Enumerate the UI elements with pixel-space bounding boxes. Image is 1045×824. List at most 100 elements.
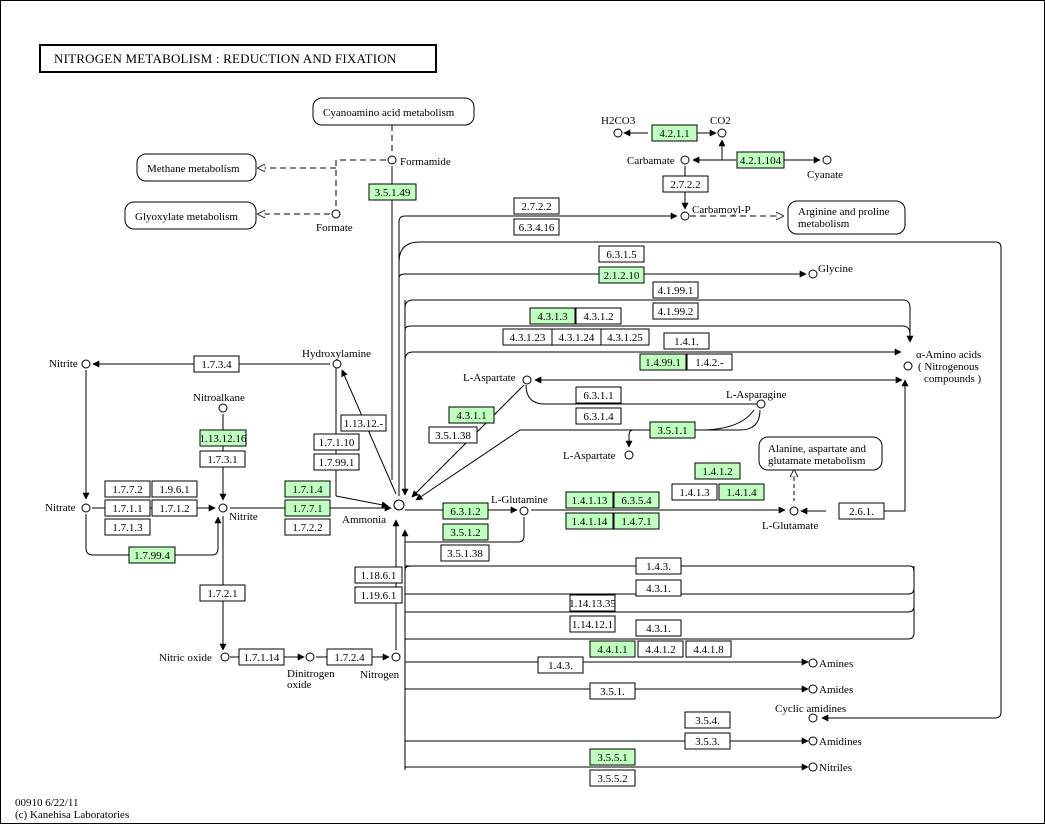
enzyme-box[interactable]: 4.4.1.2 xyxy=(637,640,684,658)
compound-node[interactable] xyxy=(387,155,397,165)
compound-node[interactable] xyxy=(808,713,818,723)
enzyme-box[interactable]: 1.7.1.3 xyxy=(104,518,151,536)
enzyme-box[interactable]: 4.3.1.1 xyxy=(448,406,495,424)
compound-node[interactable] xyxy=(522,375,532,385)
enzyme-box[interactable]: 1.13.12.- xyxy=(340,414,387,432)
enzyme-box[interactable]: 3.5.1.2 xyxy=(442,523,489,541)
enzyme-box[interactable]: 1.7.7.1 xyxy=(284,499,331,517)
compound-node[interactable] xyxy=(717,128,727,138)
map-glyoxylate[interactable]: Glyoxylate metabolism xyxy=(124,201,257,230)
enzyme-box[interactable]: 4.3.1. xyxy=(635,579,682,597)
enzyme-box[interactable]: 2.7.2.2 xyxy=(513,197,560,215)
compound-node[interactable] xyxy=(519,506,529,516)
compound-node[interactable] xyxy=(808,658,818,668)
enzyme-box[interactable]: 3.5.3. xyxy=(684,732,731,750)
enzyme-box[interactable]: 4.3.1.2 xyxy=(575,307,622,325)
enzyme-box[interactable]: 3.5.4. xyxy=(684,711,731,729)
enzyme-box[interactable]: 1.7.7.2 xyxy=(104,480,151,498)
compound-node[interactable] xyxy=(218,403,228,413)
enzyme-box[interactable]: 6.3.1.5 xyxy=(598,245,645,263)
enzyme-box[interactable]: 1.4.99.1 xyxy=(639,353,687,371)
enzyme-box[interactable]: 1.19.6.1 xyxy=(354,586,403,604)
enzyme-box[interactable]: 4.1.99.2 xyxy=(652,302,699,320)
enzyme-box[interactable]: 3.5.1.38 xyxy=(440,544,490,562)
enzyme-box[interactable]: 1.7.1.10 xyxy=(313,433,360,451)
enzyme-box[interactable]: 1.7.2.2 xyxy=(284,518,331,536)
enzyme-box[interactable]: 1.7.99.4 xyxy=(128,546,176,564)
enzyme-box[interactable]: 1.7.1.4 xyxy=(284,480,331,498)
enzyme-box[interactable]: 4.3.1.25 xyxy=(600,328,650,346)
enzyme-box[interactable]: 1.4.1.4 xyxy=(718,483,765,501)
compound-node[interactable] xyxy=(808,762,818,772)
compound-node[interactable] xyxy=(332,359,342,369)
enzyme-box[interactable]: 1.7.3.1 xyxy=(199,450,246,468)
compound-node[interactable] xyxy=(756,399,766,409)
enzyme-box[interactable]: 1.4.7.1 xyxy=(613,512,660,530)
enzyme-box[interactable]: 3.5.1. xyxy=(589,682,636,700)
enzyme-box[interactable]: 4.1.99.1 xyxy=(652,281,699,299)
compound-node[interactable] xyxy=(808,684,818,694)
enzyme-box[interactable]: 1.4.1.2 xyxy=(694,462,741,480)
enzyme-box[interactable]: 3.5.1.1 xyxy=(649,421,696,439)
compound-node[interactable] xyxy=(789,506,799,516)
enzyme-box[interactable]: 1.4.1. xyxy=(663,332,710,350)
map-alanine-aspartate[interactable]: Alanine, aspartate and glutamate metabol… xyxy=(758,436,883,471)
compound-node[interactable] xyxy=(680,211,690,221)
enzyme-box[interactable]: 1.4.1.13 xyxy=(565,491,614,509)
compound-node[interactable] xyxy=(305,652,315,662)
compound-node[interactable] xyxy=(81,503,91,513)
enzyme-box[interactable]: 2.6.1. xyxy=(838,502,885,520)
enzyme-box[interactable]: 4.4.1.1 xyxy=(589,640,636,658)
enzyme-box[interactable]: 1.7.2.1 xyxy=(199,584,246,602)
enzyme-box[interactable]: 1.4.1.3 xyxy=(671,483,718,501)
enzyme-box[interactable]: 3.5.1.38 xyxy=(428,426,478,444)
map-methane[interactable]: Methane metabolism xyxy=(136,153,257,182)
compound-node[interactable] xyxy=(822,155,832,165)
enzyme-box[interactable]: 6.3.1.2 xyxy=(442,502,489,520)
enzyme-box[interactable]: 4.3.1.3 xyxy=(529,307,576,325)
compound-node[interactable] xyxy=(391,652,401,662)
compound-node[interactable] xyxy=(613,128,623,138)
enzyme-box[interactable]: 4.2.1.104 xyxy=(736,151,785,169)
map-cyanoamino[interactable]: Cyanoamino acid metabolism xyxy=(312,97,475,126)
enzyme-box[interactable]: 6.3.1.4 xyxy=(575,407,622,425)
enzyme-box[interactable]: 2.1.2.10 xyxy=(598,266,645,284)
compound-node[interactable] xyxy=(808,269,818,279)
enzyme-box[interactable]: 1.7.3.4 xyxy=(193,355,240,373)
enzyme-box[interactable]: 6.3.1.1 xyxy=(575,386,622,404)
enzyme-box[interactable]: 1.7.1.2 xyxy=(151,499,198,517)
enzyme-box[interactable]: 1.4.2.- xyxy=(686,353,733,371)
compound-node[interactable] xyxy=(680,155,690,165)
compound-node[interactable] xyxy=(808,736,818,746)
enzyme-box[interactable]: 1.7.2.4 xyxy=(326,648,373,666)
compound-node[interactable] xyxy=(393,499,405,511)
compound-node[interactable] xyxy=(81,359,91,369)
compound-node[interactable] xyxy=(903,361,913,371)
enzyme-box[interactable]: 3.5.5.1 xyxy=(589,748,636,766)
enzyme-box[interactable]: 3.5.5.2 xyxy=(589,769,636,787)
enzyme-box[interactable]: 1.4.3. xyxy=(537,656,584,674)
enzyme-box[interactable]: 4.3.1.24 xyxy=(551,328,602,346)
enzyme-box[interactable]: 1.9.6.1 xyxy=(151,480,198,498)
enzyme-box[interactable]: 1.18.6.1 xyxy=(354,566,403,584)
map-arginine-proline[interactable]: Arginine and proline metabolism xyxy=(787,200,906,235)
enzyme-box[interactable]: 4.3.1.23 xyxy=(502,328,553,346)
compound-node[interactable] xyxy=(220,652,230,662)
enzyme-box[interactable]: 2.7.2.2 xyxy=(662,175,709,193)
enzyme-box[interactable]: 4.2.1.1 xyxy=(651,124,698,142)
enzyme-box[interactable]: 1.4.3. xyxy=(635,557,682,575)
compound-node[interactable] xyxy=(218,503,228,513)
enzyme-box[interactable]: 1.7.1.1 xyxy=(104,499,151,517)
enzyme-box[interactable]: 4.3.1. xyxy=(635,619,682,637)
compound-node[interactable] xyxy=(331,209,341,219)
enzyme-box[interactable]: 4.4.1.8 xyxy=(685,640,732,658)
enzyme-box[interactable]: 1.7.99.1 xyxy=(313,453,360,471)
enzyme-box[interactable]: 6.3.4.16 xyxy=(513,218,560,236)
enzyme-box[interactable]: 1.13.12.16 xyxy=(199,429,247,447)
enzyme-box[interactable]: 1.4.1.14 xyxy=(565,512,614,530)
enzyme-box[interactable]: 1.7.1.14 xyxy=(238,648,285,666)
enzyme-box[interactable]: 6.3.5.4 xyxy=(613,491,660,509)
enzyme-box[interactable]: 3.5.1.49 xyxy=(368,183,417,201)
enzyme-box[interactable]: 1.14.12.1 xyxy=(569,615,616,633)
enzyme-box[interactable]: 1.14.13.35 xyxy=(569,594,616,612)
